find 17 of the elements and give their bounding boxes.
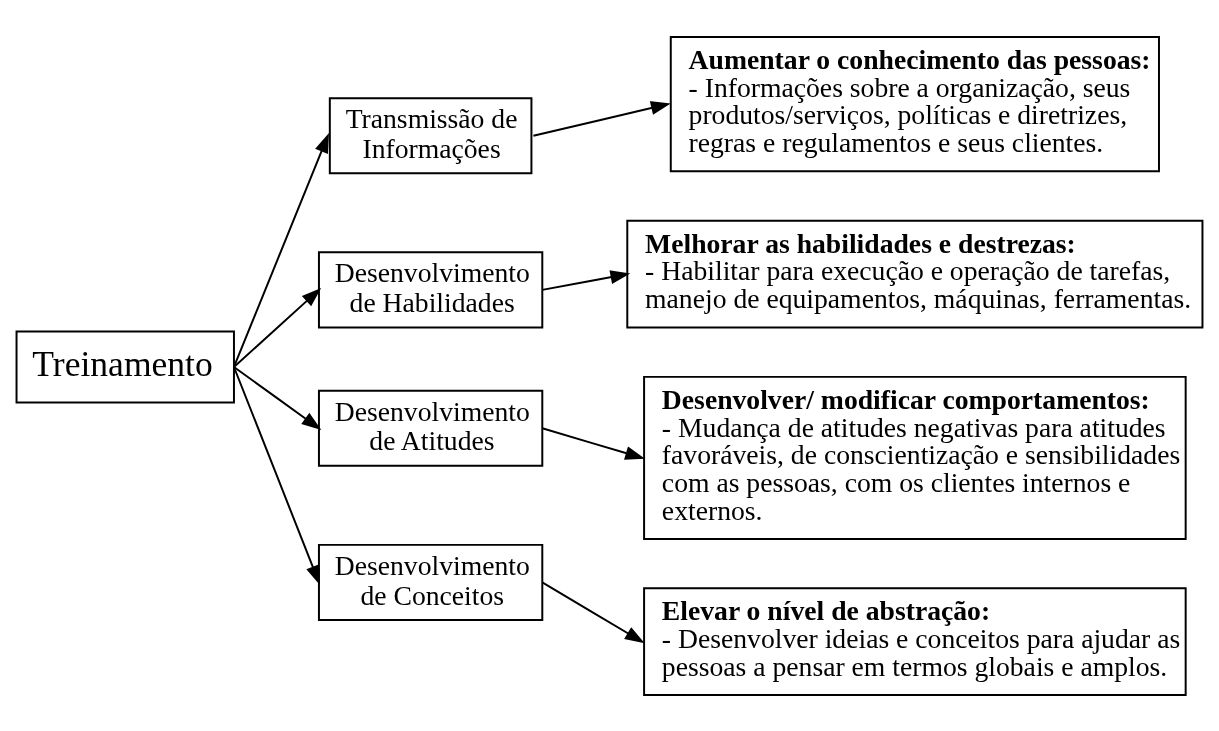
node-box: Desenvolvimento de Habilidades <box>317 250 544 328</box>
arrow <box>541 426 645 460</box>
arrow <box>232 132 329 368</box>
arrow <box>232 365 322 430</box>
arrow <box>532 100 671 137</box>
arrow <box>232 287 322 368</box>
node-box: Desenvolvimento de Atitudes <box>317 389 544 467</box>
node-box: Melhorar as habilidades e destrezas: - Habilitar para execução e operação de tarefas, manejo de equipamentos, máquinas, ferramentas. <box>626 219 1204 328</box>
node-box: Treinamento <box>15 329 235 404</box>
node-box: Desenvolvimento de Conceitos <box>317 543 544 621</box>
node-box: Transmissão de Informações <box>328 96 533 174</box>
node-box: Elevar o nível de abstração: - Desenvolver ideias e conceitos para ajudar as pessoas a pensar em termos globais e amplos. <box>643 586 1187 696</box>
node-box: Desenvolver/ modificar comportamentos: - Mudança de atitudes negativas para atitudes favoráveis, de conscientização e sensibilidades com as pessoas, com os clientes internos e externos. <box>643 375 1187 540</box>
arrow <box>541 580 645 643</box>
node-box: Aumentar o conhecimento das pessoas: - Informações sobre a organização, seus produtos/serviços, políticas e diretrizes, regras e regulamentos e seus clientes. <box>669 35 1160 172</box>
arrow <box>541 269 631 291</box>
arrow <box>232 365 321 585</box>
